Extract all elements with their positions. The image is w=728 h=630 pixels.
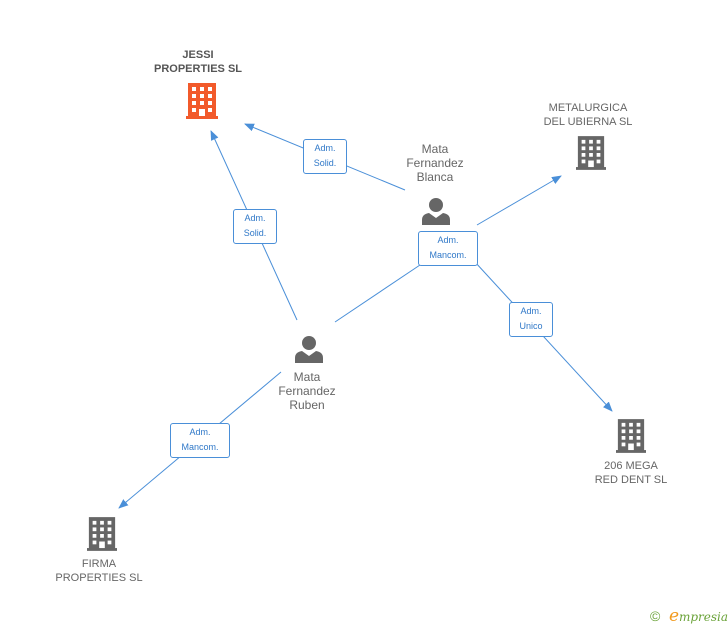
node-label-jessi[interactable]: JESSI PROPERTIES SL bbox=[153, 49, 243, 75]
person-icon[interactable] bbox=[421, 196, 451, 226]
empresia-logo[interactable]: © e mpresia bbox=[650, 606, 728, 628]
building-icon[interactable] bbox=[616, 419, 646, 453]
brand-initial: e bbox=[669, 606, 680, 626]
edge-label-blanca-mega[interactable]: Adm. Unico bbox=[509, 302, 553, 337]
node-label-ruben[interactable]: Mata Fernandez Ruben bbox=[278, 370, 336, 412]
node-label-firma[interactable]: FIRMA PROPERTIES SL bbox=[55, 558, 143, 584]
copyright-symbol: © bbox=[650, 608, 661, 624]
edge-label-blanca-jessi[interactable]: Adm. Solid. bbox=[303, 139, 347, 174]
node-label-blanca[interactable]: Mata Fernandez Blanca bbox=[406, 142, 464, 184]
edge-label-ruben-firma[interactable]: Adm. Mancom. bbox=[170, 423, 230, 458]
building-icon[interactable] bbox=[186, 83, 218, 119]
person-icon[interactable] bbox=[294, 334, 324, 364]
edge-label-blanca-group[interactable]: Adm. Mancom. bbox=[418, 231, 478, 266]
node-label-mega[interactable]: 206 MEGA RED DENT SL bbox=[594, 460, 668, 486]
building-icon[interactable] bbox=[87, 517, 117, 551]
node-label-metalurgica[interactable]: METALURGICA DEL UBIERNA SL bbox=[543, 102, 633, 128]
building-icon[interactable] bbox=[576, 136, 606, 170]
edge-blanca-metalurgica bbox=[476, 175, 562, 226]
edge-label-ruben-jessi[interactable]: Adm. Solid. bbox=[233, 209, 277, 244]
edge-blanca-ruben bbox=[334, 264, 421, 323]
brand-name: mpresia bbox=[679, 610, 728, 624]
